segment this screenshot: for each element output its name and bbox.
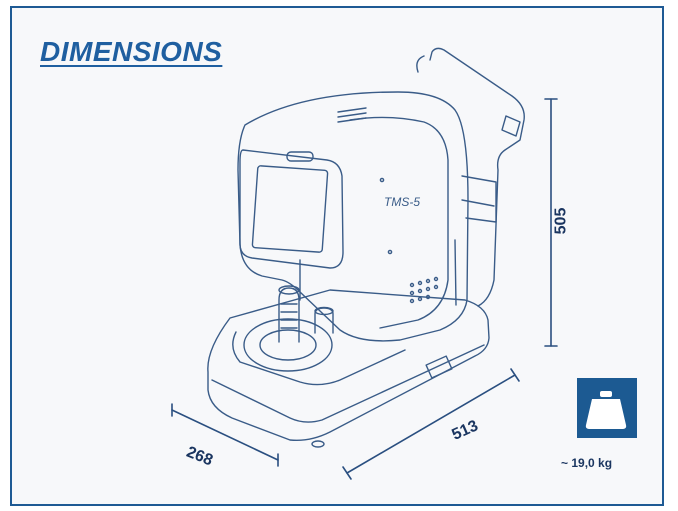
forehead-rest xyxy=(416,55,521,137)
brand-badge xyxy=(286,151,314,162)
side-port xyxy=(425,355,453,379)
chin-cup-edge xyxy=(461,199,495,207)
screen xyxy=(251,165,329,253)
speaker-grille xyxy=(409,276,439,304)
head-panel xyxy=(349,116,449,329)
sensor-dot xyxy=(379,177,385,183)
joystick-grip xyxy=(280,303,298,329)
dimension-height-label: 505 xyxy=(552,207,570,235)
top-vent xyxy=(337,107,367,123)
joystick xyxy=(278,287,300,343)
joystick-top xyxy=(278,285,300,295)
weight-icon xyxy=(585,391,627,429)
screen-housing xyxy=(239,149,344,269)
head-body xyxy=(237,91,469,342)
frame xyxy=(10,6,664,506)
dimension-line-depth xyxy=(346,374,516,474)
dimension-ticks-width xyxy=(171,403,279,467)
dimension-ticks-height xyxy=(544,98,558,347)
dimension-line-width xyxy=(171,409,279,461)
base-top-edge xyxy=(232,331,406,386)
chin-rest-frame xyxy=(429,47,525,307)
joystick-well-inner xyxy=(259,329,317,361)
weight-label: ~ 19,0 kg xyxy=(561,456,613,470)
base-plate xyxy=(207,289,490,442)
joystick-well xyxy=(243,318,333,372)
chin-cup xyxy=(461,175,497,223)
device-brand-text: TMS-5 xyxy=(384,195,420,209)
base-edge xyxy=(211,344,485,423)
foot xyxy=(311,440,325,448)
column xyxy=(299,239,457,306)
sensor-dot xyxy=(387,249,393,255)
page-title: DIMENSIONS xyxy=(40,36,223,67)
dimension-ticks-depth xyxy=(342,368,520,480)
